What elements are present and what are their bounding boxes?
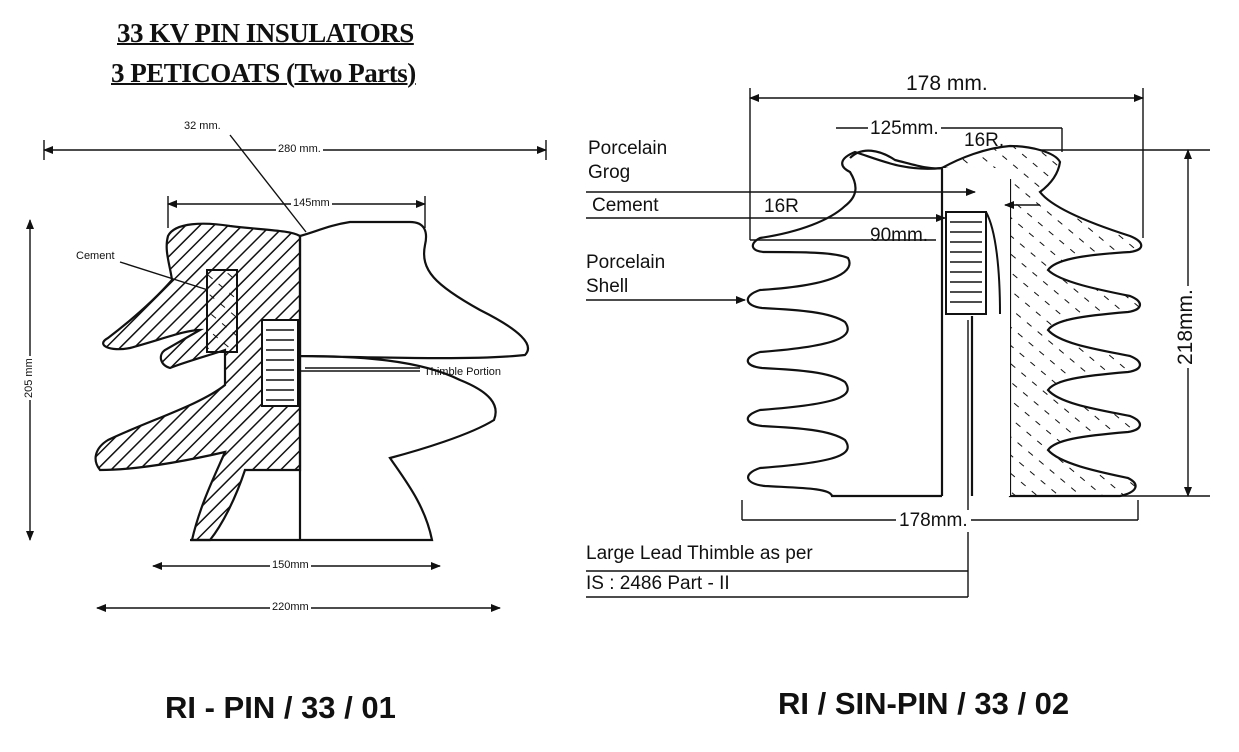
left-dim-height: 205 mm: [23, 356, 35, 400]
left-dim-groove: 32 mm.: [184, 120, 221, 132]
right-label-shell-1: Porcelain: [586, 252, 666, 273]
right-insulator-outline: [746, 150, 943, 498]
right-dim-radius-top: 16R.: [964, 130, 1005, 151]
right-label-thimble-2: IS : 2486 Part - II: [586, 573, 730, 594]
left-dim-top-width: 280 mm.: [276, 143, 323, 155]
left-insulator-outline: [298, 220, 530, 542]
right-dim-head: 125mm.: [868, 118, 941, 140]
right-model-number: RI / SIN-PIN / 33 / 02: [778, 686, 1070, 721]
left-label-thimble: Thimble Portion: [424, 366, 502, 378]
right-dim-top: 178 mm.: [906, 72, 988, 95]
left-dim-base-inner: 150mm: [270, 559, 311, 571]
left-dim-base-outer: 220mm: [270, 601, 311, 613]
right-label-shell-2: Shell: [586, 276, 629, 297]
right-insulator-drawing: [746, 144, 1143, 498]
right-label-grog-2: Grog: [588, 162, 631, 183]
right-thimble: [945, 211, 987, 315]
right-dim-bore: 90mm.: [870, 225, 929, 246]
right-dim-radius-mid: 16R: [764, 196, 799, 217]
left-model-number: RI - PIN / 33 / 01: [165, 690, 396, 725]
left-dim-head: 145mm: [291, 197, 332, 209]
right-label-cement: Cement: [592, 195, 659, 216]
left-label-cement: Cement: [76, 250, 115, 262]
right-label-thimble-1: Large Lead Thimble as per: [586, 543, 813, 564]
left-cement-core: [206, 269, 238, 353]
sheet-title-line1: 33 KV PIN INSULATORS: [117, 18, 414, 48]
left-insulator-drawing: [94, 220, 530, 542]
left-insulator-section: [94, 222, 302, 542]
right-dimensions: [586, 88, 1210, 598]
left-thimble: [261, 319, 299, 407]
right-dim-height: 218mm.: [1174, 286, 1198, 368]
sheet-title-line2: 3 PETICOATS (Two Parts): [111, 58, 416, 88]
right-dim-base: 178mm.: [896, 510, 971, 532]
right-insulator-section: [938, 144, 1143, 498]
right-label-grog-1: Porcelain: [588, 138, 668, 159]
